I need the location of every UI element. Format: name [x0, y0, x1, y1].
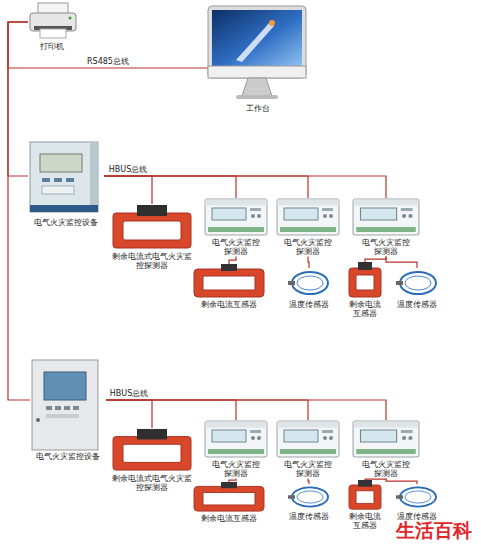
device-node: 剩余电流互感器 — [192, 482, 266, 523]
icon-area — [28, 140, 104, 216]
bus-line — [106, 400, 308, 420]
device-label: 电气火灾监控探测器 — [361, 460, 411, 478]
bus-line — [386, 256, 417, 268]
device-node: 剩余电流互感器 — [346, 262, 384, 318]
detector-node: 电气火灾监控探测器 — [204, 198, 268, 256]
icon-area — [285, 484, 333, 510]
device-node: 剩余电流式电气火灾监控探测器 — [112, 204, 192, 270]
device-label: 温度传感器 — [285, 300, 333, 309]
bus-line — [8, 22, 208, 68]
device-label: 电气火灾监控探测器 — [361, 238, 411, 256]
icon-area — [285, 268, 333, 298]
device-label: 剩余电流互感器 — [192, 300, 266, 309]
icon-area — [192, 482, 266, 512]
device-node: 温度传感器 — [285, 484, 333, 521]
bus-line — [386, 478, 417, 484]
device-label: 剩余电流式电气火灾监控探测器 — [112, 252, 192, 270]
icon-area — [112, 428, 192, 472]
device-label: 剩余电流互感器 — [348, 512, 382, 530]
device-node: 温度传感器 — [392, 268, 442, 309]
device-label: 剩余电流互感器 — [348, 300, 382, 318]
device-label: 温度传感器 — [392, 300, 442, 309]
icon-area — [346, 480, 384, 510]
watermark: 生活百科 — [396, 521, 472, 540]
bus-line — [104, 176, 308, 198]
bus-label: HBUS总线 — [108, 165, 148, 174]
icon-area — [204, 420, 268, 458]
controller-node: 电气火灾监控设备 — [30, 358, 106, 461]
icon-area — [392, 268, 442, 298]
bus-line — [106, 400, 236, 420]
detector-node: 电气火灾监控探测器 — [352, 420, 420, 478]
bus-line — [106, 400, 152, 428]
device-label: 工作台 — [208, 104, 308, 113]
workstation-node: 工作台 — [208, 4, 308, 113]
device-label: 电气火灾监控设备 — [28, 218, 104, 227]
icon-area — [112, 204, 192, 250]
bus-line — [104, 176, 236, 198]
device-label: 剩余电流式电气火灾监控探测器 — [112, 474, 192, 492]
device-node: 剩余电流互感器 — [192, 264, 266, 309]
bus-line — [229, 256, 236, 264]
device-label: 电气火灾监控探测器 — [211, 460, 261, 478]
icon-area — [276, 420, 340, 458]
icon-area — [192, 264, 266, 298]
bus-line — [308, 478, 309, 484]
icon-area — [346, 262, 384, 298]
icon-area — [208, 4, 308, 102]
icon-area — [28, 2, 76, 40]
icon-area — [352, 420, 420, 458]
bus-line — [104, 176, 386, 198]
bus-line — [106, 400, 386, 420]
device-label: 打印机 — [28, 42, 76, 51]
bus-line — [8, 22, 28, 176]
bus-line — [365, 478, 386, 480]
bus-line — [229, 478, 236, 482]
icon-area — [30, 358, 106, 450]
icon-area — [276, 198, 340, 236]
bus-line — [104, 176, 152, 204]
detector-node: 电气火灾监控探测器 — [276, 420, 340, 478]
printer-node: 打印机 — [28, 2, 76, 51]
device-label: 电气火灾监控设备 — [30, 452, 106, 461]
icon-area — [392, 484, 442, 510]
controller-node: 电气火灾监控设备 — [28, 140, 104, 227]
icon-area — [352, 198, 420, 236]
detector-node: 电气火灾监控探测器 — [204, 420, 268, 478]
device-node: 温度传感器 — [392, 484, 442, 521]
device-label: 剩余电流互感器 — [192, 514, 266, 523]
bus-label: RS485总线 — [86, 57, 130, 66]
device-label: 温度传感器 — [392, 512, 442, 521]
device-label: 温度传感器 — [285, 512, 333, 521]
device-node: 剩余电流互感器 — [346, 480, 384, 530]
bus-line — [365, 256, 386, 262]
detector-node: 电气火灾监控探测器 — [352, 198, 420, 256]
device-node: 温度传感器 — [285, 268, 333, 309]
icon-area — [204, 198, 268, 236]
bus-line — [8, 22, 30, 400]
device-label: 电气火灾监控探测器 — [211, 238, 261, 256]
device-node: 剩余电流式电气火灾监控探测器 — [112, 428, 192, 492]
detector-node: 电气火灾监控探测器 — [276, 198, 340, 256]
bus-line — [308, 256, 309, 268]
device-label: 电气火灾监控探测器 — [283, 238, 333, 256]
bus-label: HBUS总线 — [109, 389, 149, 398]
device-label: 电气火灾监控探测器 — [283, 460, 333, 478]
